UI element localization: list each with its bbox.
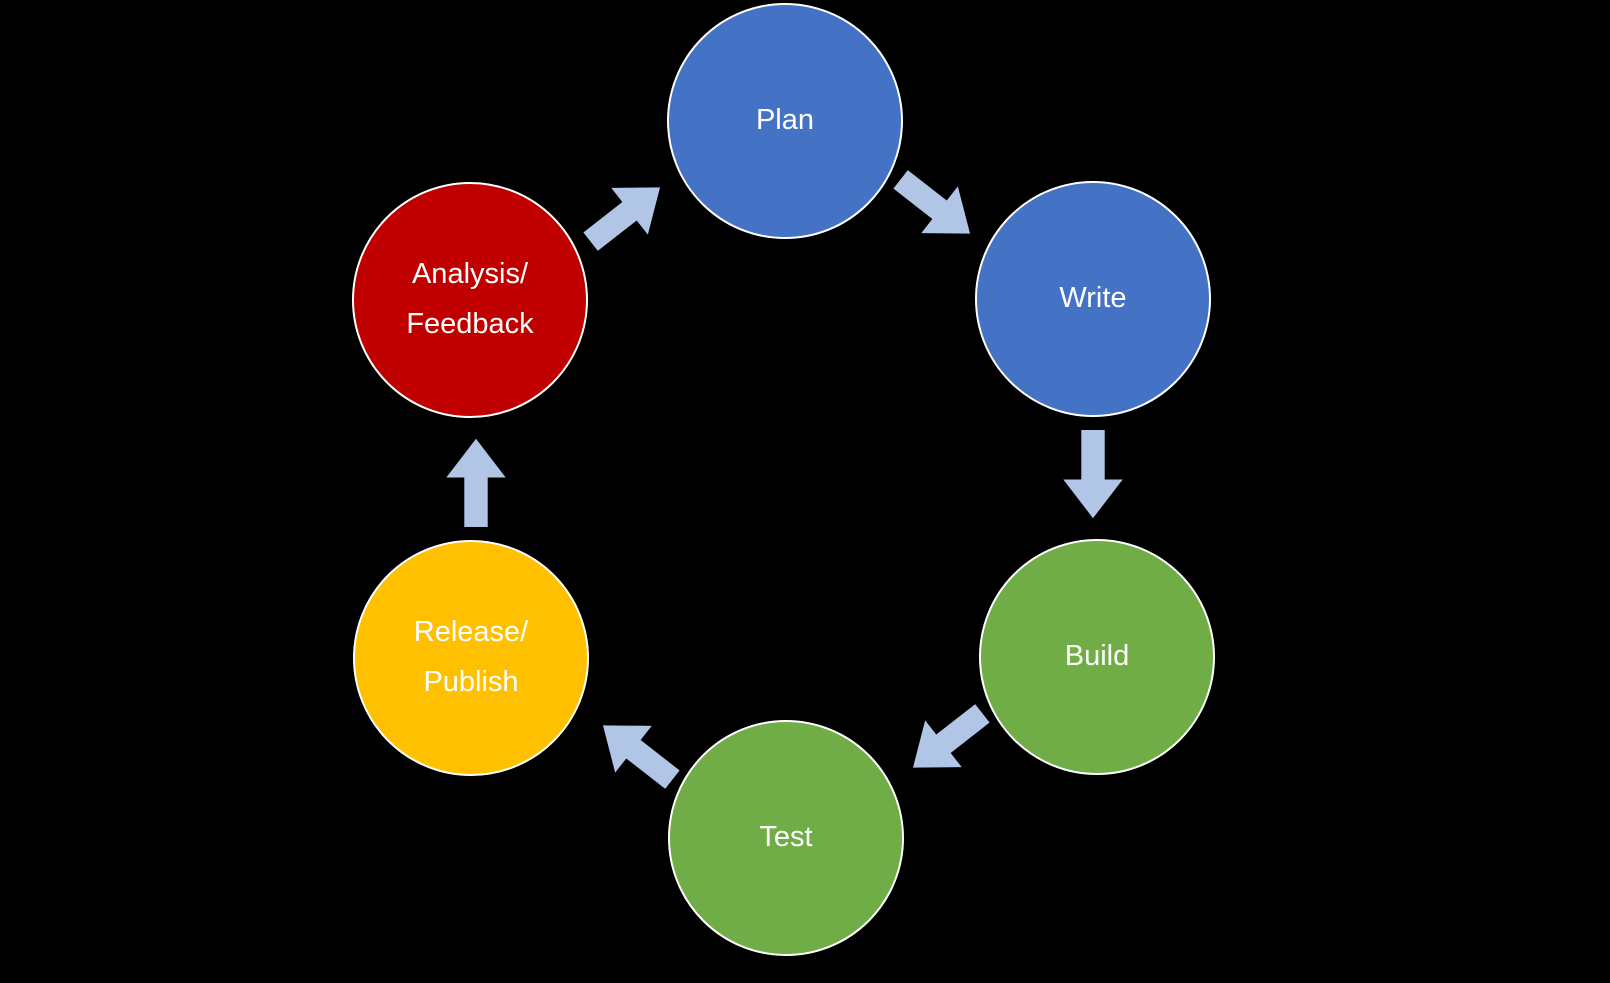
arrow-write-to-build-icon [1061, 430, 1125, 520]
node-analysis-feedback: Analysis/ Feedback [352, 182, 588, 418]
arrow-release-to-analysis-icon [444, 437, 508, 527]
node-label: Write [1059, 282, 1127, 315]
node-build: Build [979, 539, 1215, 775]
node-label: Release/ [413, 616, 529, 649]
node-label: Publish [423, 666, 519, 698]
node-release-publish: Release/ Publish [353, 540, 589, 776]
arrow-analysis-to-plan-icon [571, 161, 681, 267]
node-label: Plan [755, 104, 815, 137]
node-plan: Plan [667, 3, 903, 239]
node-label: Test [759, 821, 813, 854]
node-label: Feedback [406, 308, 534, 340]
node-write: Write [975, 181, 1211, 417]
arrow-build-to-test-icon [892, 688, 1002, 794]
node-label: Build [1064, 640, 1130, 673]
arrow-test-to-release-icon [582, 699, 692, 805]
node-label: Analysis/ [411, 258, 529, 291]
arrow-plan-to-write-icon [881, 154, 991, 260]
node-test: Test [668, 720, 904, 956]
